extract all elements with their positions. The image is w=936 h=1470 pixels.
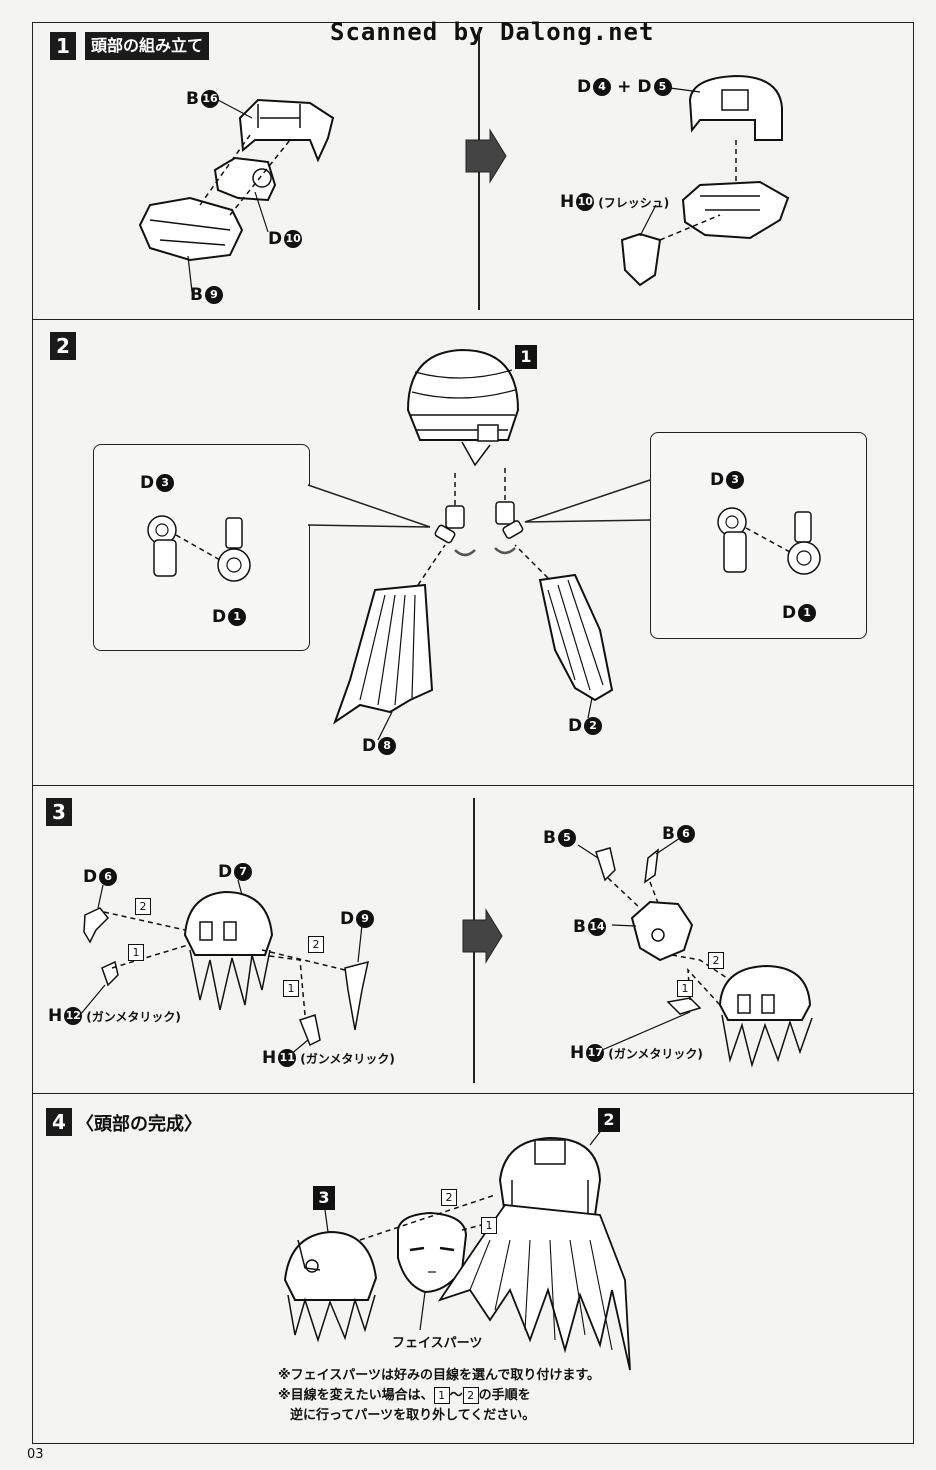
step4-badge-2: 2 (598, 1108, 620, 1132)
step3-number: 3 (46, 798, 72, 826)
order-1-face: 1 (481, 1217, 497, 1234)
step2-badge-1: 1 (515, 345, 537, 369)
order-1-h17: 1 (677, 980, 693, 997)
face-parts-label: フェイスパーツ (392, 1336, 483, 1351)
step3-section (32, 786, 914, 1094)
step2-section (32, 320, 914, 786)
step1-section (32, 22, 914, 320)
step4-title: 〈頭部の完成〉 (76, 1114, 202, 1135)
step2-left-detail (93, 444, 310, 651)
step4-badge-3: 3 (313, 1186, 335, 1210)
step1-illustration (138, 74, 790, 293)
step2-illustration (147, 348, 821, 741)
note-line-3: 逆に行ってパーツを取り外してください。 (290, 1408, 536, 1423)
step3-illustration (79, 837, 813, 1068)
step1-number: 1 (50, 32, 76, 60)
page-frame (32, 22, 914, 1444)
order-2-b14: 2 (708, 952, 724, 969)
watermark: Scanned by Dalong.net (330, 18, 655, 46)
note-line-1: ※フェイスパーツは好みの目線を選んで取り付けます。 (278, 1368, 601, 1383)
order-2-helmet: 2 (441, 1189, 457, 1206)
order-2-d9: 2 (308, 936, 324, 953)
order-2-d6: 2 (135, 898, 151, 915)
step2-number: 2 (50, 332, 76, 360)
step2-right-detail (650, 432, 867, 639)
step4-notes: ※フェイスパーツは好みの目線を選んで取り付けます。 ※目線を変えたい場合は、1～… (278, 1366, 600, 1426)
step4-number: 4 (46, 1108, 72, 1136)
page-number: 03 (27, 1447, 44, 1462)
step1-title: 頭部の組み立て (85, 32, 210, 60)
order-1-h11: 1 (283, 980, 299, 997)
order-1-h12: 1 (128, 944, 144, 961)
